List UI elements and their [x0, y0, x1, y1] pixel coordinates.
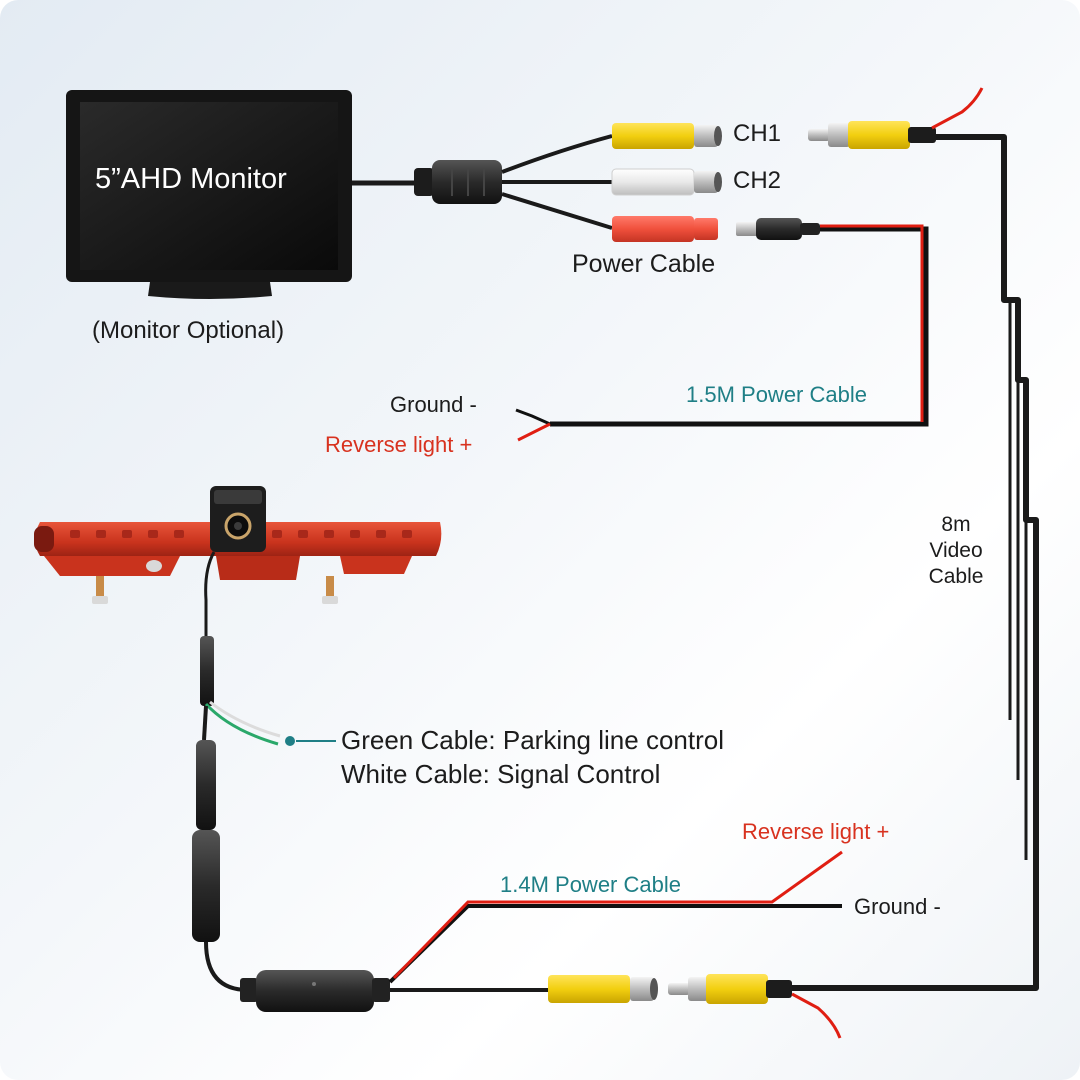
video-cable-label-line3: Cable [928, 565, 984, 588]
upper-ground-tail [515, 408, 551, 426]
video-cable-label: 8m Video Cable [918, 512, 994, 590]
ch1-label: CH1 [733, 120, 782, 147]
dc-power-plug [736, 218, 820, 240]
bottom-male-connector [668, 974, 792, 1004]
white-cable-note: White Cable: Signal Control [341, 759, 661, 789]
upper-reverse-tail [517, 422, 551, 442]
camera-cable [204, 551, 216, 640]
ch1-male-connector [808, 121, 936, 149]
upper-reverse-label: Reverse light + [325, 432, 473, 457]
bottom-female-connector [548, 975, 658, 1003]
upper-ground-label: Ground - [390, 392, 477, 417]
video-cable-label-line2: Video [929, 539, 983, 562]
upper-power-cable-red [820, 224, 924, 422]
ch1-female-connector [612, 123, 722, 149]
splitter-hub [414, 160, 502, 204]
lower-ground-label: Ground - [854, 894, 941, 919]
camera-cable-sleeve [200, 636, 214, 706]
junction-box [240, 970, 390, 1012]
lower-power-cable-red [392, 850, 843, 980]
green-control-wire [204, 702, 279, 746]
power-wire [501, 192, 613, 230]
bottom-red-tail [791, 992, 842, 1039]
power-cable-label: Power Cable [572, 250, 716, 278]
ch2-female-connector [611, 168, 722, 196]
upper-power-cable-black [550, 226, 929, 427]
camera-aviation-plug [192, 830, 220, 942]
power-female-connector [612, 216, 718, 242]
monitor-optional-note: (Monitor Optional) [92, 317, 285, 344]
control-pointer-dot [285, 736, 295, 746]
upper-power-cable-label: 1.5M Power Cable [686, 382, 867, 407]
camera-extension-connector [196, 740, 216, 830]
ch2-label: CH2 [733, 167, 782, 194]
ch1-red-tail [931, 87, 984, 130]
lower-power-cable-label: 1.4M Power Cable [500, 872, 681, 897]
monitor-label: 5”AHD Monitor [95, 163, 287, 195]
camera-cable-lower [202, 705, 208, 741]
monitor-graphic [66, 90, 352, 299]
video-cable-label-line1: 8m [941, 513, 971, 536]
brake-light-camera [34, 486, 442, 604]
white-control-wire [209, 700, 281, 738]
ch1-wire [501, 134, 613, 174]
video-cable-8m [790, 134, 1039, 991]
video-cable-coil [1008, 300, 1028, 860]
green-cable-note: Green Cable: Parking line control [341, 725, 724, 755]
lower-reverse-label: Reverse light + [742, 819, 890, 844]
lower-power-cable-black [388, 904, 842, 984]
